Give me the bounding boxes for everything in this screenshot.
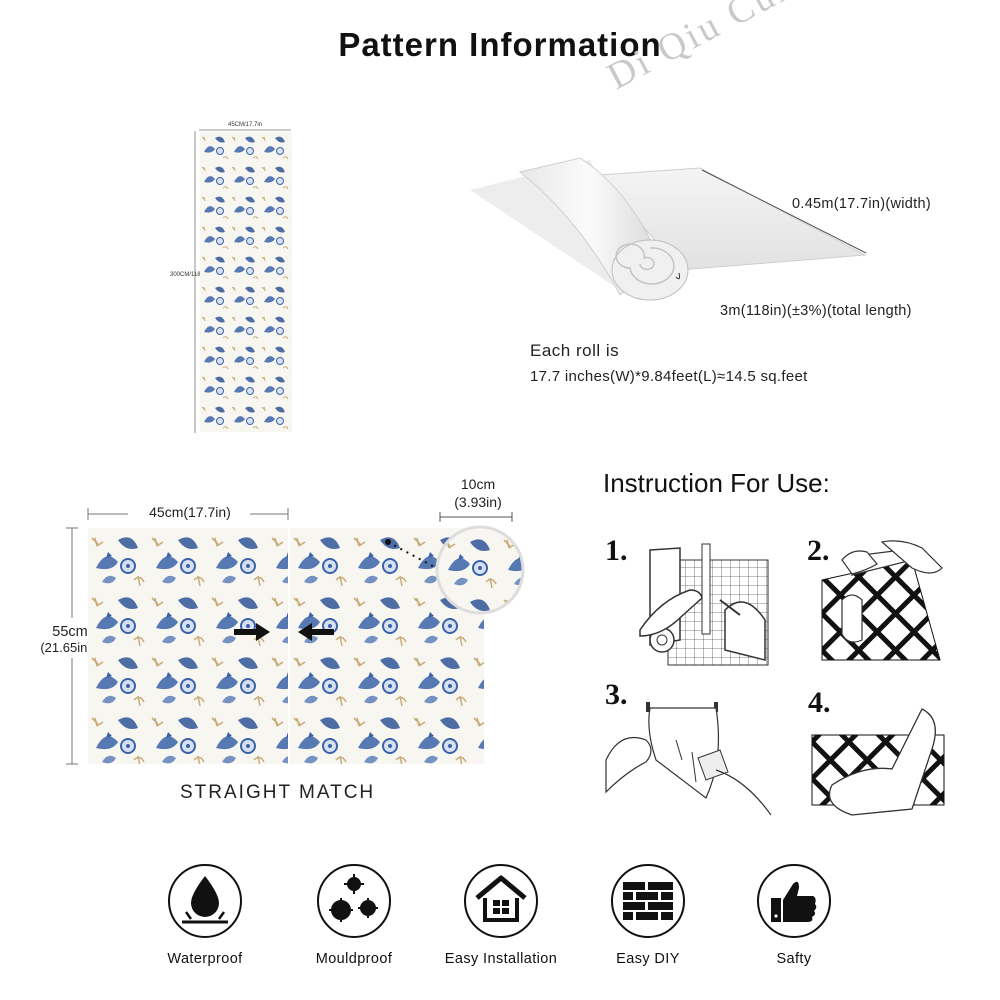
mouldproof-icon [329,874,378,922]
feature-label-easy-diy: Easy DIY [616,951,680,967]
feature-circle [464,864,538,938]
feature-label-waterproof: Waterproof [167,951,243,967]
match-height-line [66,527,78,765]
step-number-4: 4. [808,686,831,719]
feature-circle [168,864,242,938]
repeat-label-in: (3.93in) [454,494,502,510]
small-panel-pattern-image [200,132,292,432]
roll-illustration [470,157,867,301]
each-roll-size: 17.7 inches(W)*9.84feet(L)≈14.5 sq.feet [530,368,808,385]
left-pattern-panel [88,528,288,764]
house-icon [475,875,527,922]
arrow-left-icon [298,623,334,641]
small-panel-width-label: 45CM/17.7in [228,122,263,128]
feature-easy-diy [611,864,685,938]
roll-length-label: 3m(118in)(±3%)(total length) [720,303,912,319]
feature-waterproof [168,864,242,938]
feature-label-easy-installation: Easy Installation [444,951,558,967]
feature-easy-installation [464,864,538,938]
feature-mouldproof [317,864,391,938]
match-arrows [234,623,334,641]
brick-wall-icon [623,882,673,920]
instructions-title: Instruction For Use: [603,468,830,498]
repeat-line [439,512,513,522]
step-number-1: 1. [605,534,628,567]
match-height-cm: 55cm [52,624,88,640]
page-title: Pattern Information [338,26,662,63]
straight-match-caption: STRAIGHT MATCH [180,782,376,803]
step-1-measure-cut-illustration [639,543,769,666]
step-3-apply-illustration [605,702,772,816]
step-number-3: 3. [605,678,628,711]
feature-circle [317,864,391,938]
feature-label-mouldproof: Mouldproof [315,951,393,967]
match-height-in: (21.65in) [40,640,92,655]
thumbs-up-icon [771,881,817,922]
zoom-detail [385,525,525,615]
feature-safty [757,864,831,938]
each-roll-label: Each roll is [530,341,620,360]
small-panel-height-label: 300CM/118.11in [170,272,214,278]
repeat-label-cm: 10cm [460,476,496,492]
feature-circle [757,864,831,938]
step-2-peel-backing-illustration [821,540,943,661]
small-panel-dimension-lines [194,129,291,433]
step-number-2: 2. [807,534,830,567]
arrow-right-icon [234,623,270,641]
feature-label-safty: Safty [776,951,812,967]
roll-width-label: 0.45m(17.7in)(width) [792,196,931,212]
step-4-smooth-illustration [811,708,945,816]
match-width-line [87,508,289,520]
match-width-label: 45cm(17.7in) [149,504,231,520]
feature-circle [611,864,685,938]
waterproof-icon [182,876,228,924]
